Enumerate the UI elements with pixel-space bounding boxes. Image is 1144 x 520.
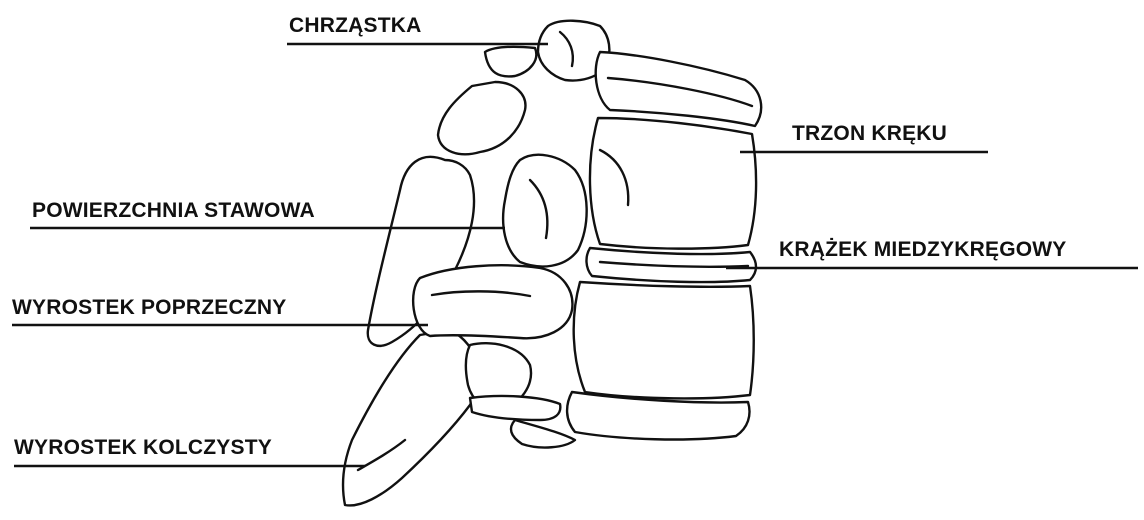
spinous-process-shape xyxy=(343,330,478,505)
label-intervertebral-disc: KRĄŻEK MIEDZYKRĘGOWY xyxy=(779,238,1067,262)
label-spinous-process: WYROSTEK KOLCZYSTY xyxy=(14,436,272,460)
lower-vertebral-body xyxy=(574,282,754,398)
articular-process-shape xyxy=(503,155,587,267)
label-articular-surface: POWIERZCHNIA STAWOWA xyxy=(32,199,315,223)
upper-vertebral-body xyxy=(590,118,756,249)
label-cartilage: CHRZĄSTKA xyxy=(289,14,421,38)
label-transverse-process: WYROSTEK POPRZECZNY xyxy=(12,296,286,320)
label-vertebral-body: TRZON KRĘKU xyxy=(792,122,947,146)
